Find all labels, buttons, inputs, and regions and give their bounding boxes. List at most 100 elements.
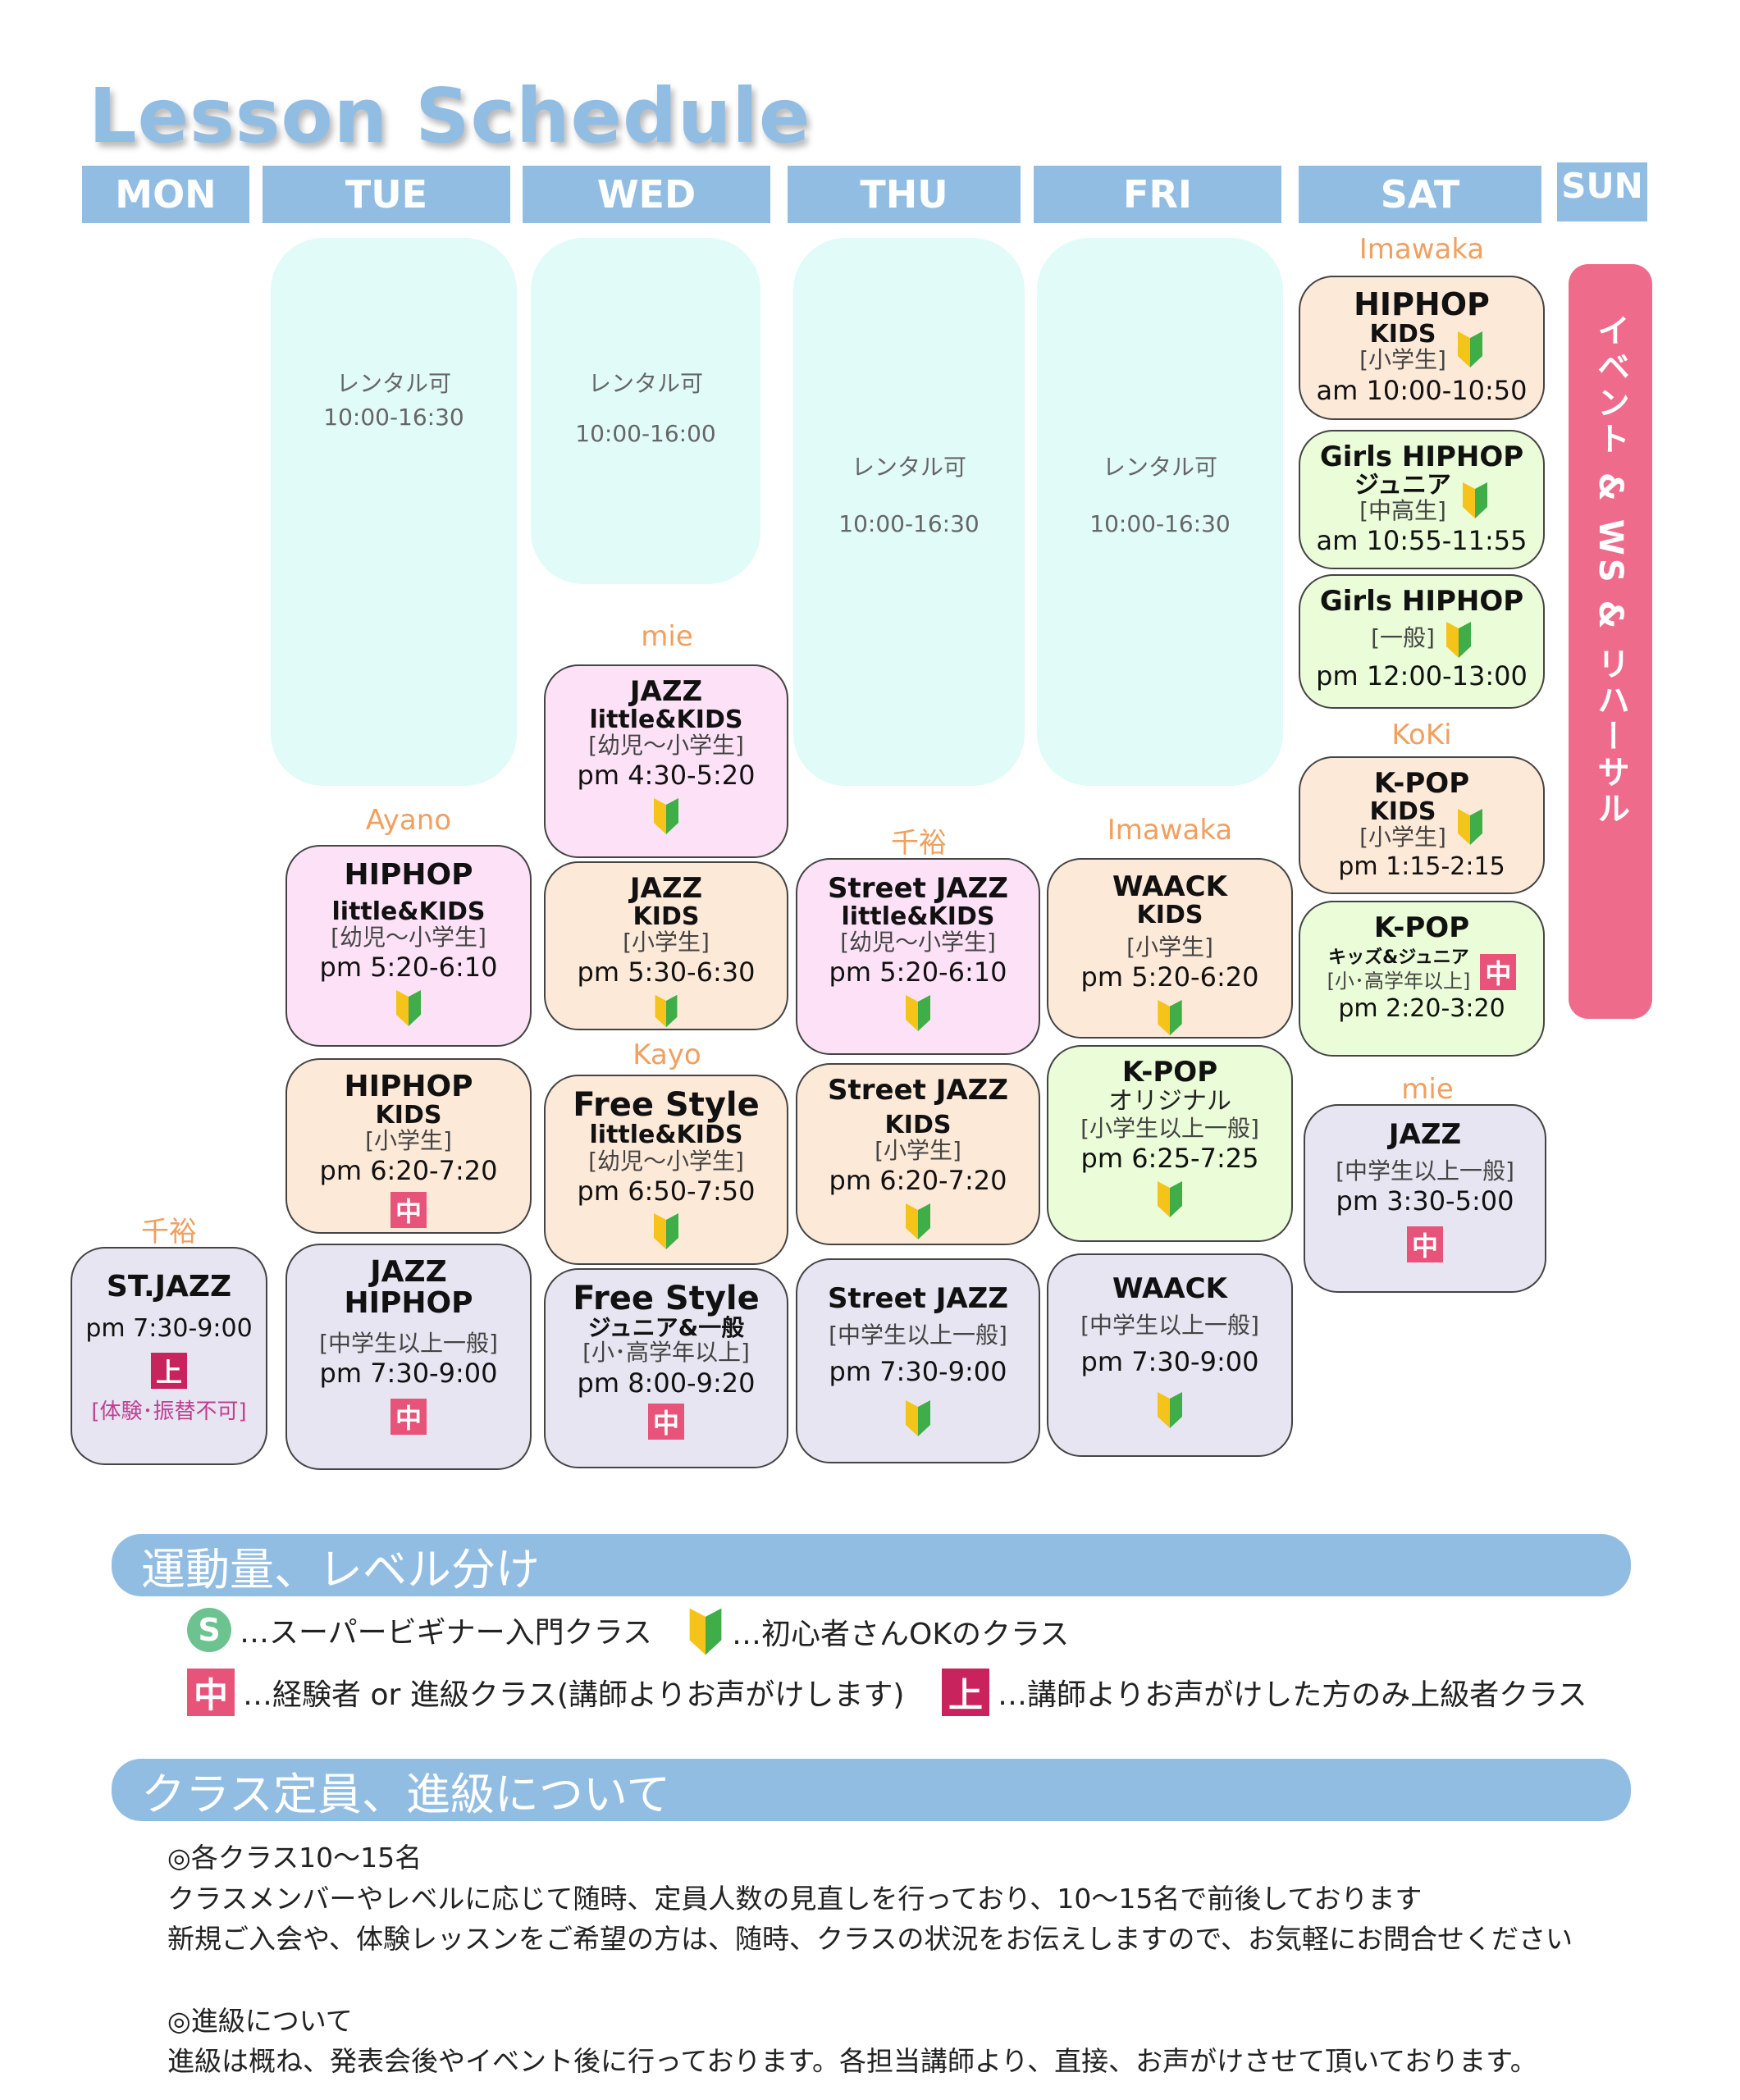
class-time: pm 5:30-6:30 xyxy=(577,956,756,988)
class-card-fri-waack-kids[interactable]: WAACK KIDS [小学生] pm 5:20-6:20 xyxy=(1047,858,1293,1039)
class-age: [幼児〜小学生] xyxy=(840,929,996,956)
class-name: Street JAZZ xyxy=(828,1282,1008,1315)
class-time: pm 1:15-2:15 xyxy=(1338,852,1505,882)
class-age: [小学生] xyxy=(875,1137,961,1165)
legend-text: …講師よりお声がけした方のみ上級者クラス xyxy=(998,1678,1587,1712)
class-age: [小学生] xyxy=(1359,346,1446,374)
class-time: pm 4:30-5:20 xyxy=(577,760,756,792)
class-name: Street JAZZ xyxy=(828,1074,1008,1107)
instructor-label: KoKi xyxy=(1391,719,1452,751)
legend-beginner: …初心者さんOKのクラス xyxy=(687,1606,1069,1657)
class-name: Girls HIPHOP xyxy=(1319,585,1524,618)
class-sub: little&KIDS xyxy=(331,897,486,926)
beginner-leaf-icon xyxy=(1158,999,1182,1036)
class-name: ST.JAZZ xyxy=(106,1270,232,1303)
class-card-sat-girls-hiphop-junior[interactable]: Girls HIPHOP ジュニア [中高生] am 10:55-11:55 xyxy=(1299,430,1545,569)
day-header-sat: SAT xyxy=(1299,166,1541,223)
intermediate-badge: 中 xyxy=(390,1399,427,1436)
class-sub: KIDS xyxy=(1369,319,1436,349)
legend-text: …初心者さんOKのクラス xyxy=(732,1618,1070,1651)
class-card-sat-girls-hiphop-general[interactable]: Girls HIPHOP [一般] pm 12:00-13:00 xyxy=(1299,574,1545,709)
class-name: K-POP xyxy=(1373,767,1470,800)
class-age: [小学生] xyxy=(365,1127,452,1155)
class-time: pm 6:25-7:25 xyxy=(1080,1143,1259,1175)
class-name: Free Style xyxy=(573,1280,760,1317)
intermediate-badge: 中 xyxy=(1480,954,1517,991)
beginner-leaf-icon xyxy=(906,1203,930,1239)
section-header-levels: 運動量、レベル分け xyxy=(112,1534,1631,1596)
instructor-label: Imawaka xyxy=(1359,233,1485,266)
class-name: K-POP xyxy=(1373,911,1470,944)
instructor-label: 千裕 xyxy=(141,1216,197,1249)
class-age: [中学生以上一般] xyxy=(319,1329,498,1357)
intermediate-badge: 中 xyxy=(648,1404,684,1440)
paragraph: ◎進級について xyxy=(167,2004,353,2037)
class-card-tue-hiphop-little-kids[interactable]: HIPHOP little&KIDS [幼児〜小学生] pm 5:20-6:10 xyxy=(285,845,532,1047)
class-card-fri-kpop-original[interactable]: K-POP オリジナル [小学生以上一般] pm 6:25-7:25 xyxy=(1047,1045,1293,1242)
class-time: pm 6:20-7:20 xyxy=(829,1165,1007,1197)
class-name: JAZZ xyxy=(370,1255,447,1289)
paragraph: 進級は概ね、発表会後やイベント後に行っております。各担当講師より、直接、お声がけ… xyxy=(167,2045,1537,2077)
intermediate-badge: 中 xyxy=(390,1192,427,1229)
page-title: Lesson Schedule xyxy=(89,72,811,160)
class-time: pm 8:00-9:20 xyxy=(577,1367,756,1399)
class-time: pm 7:30-9:00 xyxy=(1080,1345,1259,1377)
event-ws-rehearsal-bar: イベント & WS & リハーサル xyxy=(1569,264,1652,1019)
intermediate-badge: 中 xyxy=(1407,1226,1443,1263)
class-name: HIPHOP xyxy=(1354,286,1490,322)
class-age: [小学生] xyxy=(1126,934,1213,961)
instructor-label: Imawaka xyxy=(1107,814,1233,847)
class-card-sat-kpop-kids[interactable]: K-POP KIDS [小学生] pm 1:15-2:15 xyxy=(1299,756,1545,894)
class-card-fri-waack[interactable]: WAACK [中学生以上一般] pm 7:30-9:00 xyxy=(1047,1253,1293,1457)
class-time: pm 5:20-6:20 xyxy=(1080,961,1259,993)
class-card-mon-st-jazz[interactable]: ST.JAZZ pm 7:30-9:00 上 [体験･振替不可] xyxy=(71,1247,267,1465)
class-name: HIPHOP xyxy=(344,1070,473,1103)
class-card-thu-street-jazz-little-kids[interactable]: Street JAZZ little&KIDS [幼児〜小学生] pm 5:20… xyxy=(796,858,1040,1055)
class-age: [幼児〜小学生] xyxy=(588,1147,744,1175)
class-name: JAZZ xyxy=(629,872,703,905)
instructor-label: Ayano xyxy=(365,804,452,837)
class-age: [中学生以上一般] xyxy=(829,1321,1007,1349)
day-header-tue: TUE xyxy=(263,166,510,223)
class-sub: KIDS xyxy=(375,1100,442,1130)
class-card-wed-freestyle-junior[interactable]: Free Style ジュニア&一般 [小･高学年以上] pm 8:00-9:2… xyxy=(544,1268,788,1468)
class-card-wed-freestyle-little-kids[interactable]: Free Style little&KIDS [幼児〜小学生] pm 6:50-… xyxy=(544,1075,788,1265)
class-time: pm 2:20-3:20 xyxy=(1338,994,1505,1024)
class-time: pm 5:20-6:10 xyxy=(319,952,498,984)
class-card-sat-jazz[interactable]: JAZZ [中学生以上一般] pm 3:30-5:00 中 xyxy=(1304,1104,1546,1293)
class-card-wed-jazz-kids[interactable]: JAZZ KIDS [小学生] pm 5:30-6:30 xyxy=(544,861,788,1030)
class-name: WAACK xyxy=(1112,1272,1227,1305)
class-card-wed-jazz-little-kids[interactable]: JAZZ little&KIDS [幼児〜小学生] pm 4:30-5:20 xyxy=(544,664,788,858)
class-time: pm 6:50-7:50 xyxy=(577,1175,756,1207)
class-card-sat-hiphop-kids[interactable]: HIPHOP KIDS [小学生] am 10:00-10:50 xyxy=(1299,276,1545,420)
class-sub: little&KIDS xyxy=(589,705,743,734)
day-header-fri: FRI xyxy=(1034,166,1281,223)
class-time: am 10:55-11:55 xyxy=(1316,525,1528,557)
beginner-leaf-icon xyxy=(396,990,421,1027)
class-card-tue-hiphop-kids[interactable]: HIPHOP KIDS [小学生] pm 6:20-7:20 中 xyxy=(285,1058,532,1234)
beginner-leaf-icon xyxy=(1158,1392,1182,1429)
class-name: JAZZ xyxy=(629,675,703,708)
class-age: [一般] xyxy=(1371,623,1435,651)
class-sub: little&KIDS xyxy=(841,902,995,931)
paragraph: ◎各クラス10〜15名 xyxy=(167,1842,422,1874)
class-time: am 10:00-10:50 xyxy=(1316,374,1528,406)
class-sub: KIDS xyxy=(1136,900,1203,929)
class-sub: ジュニア xyxy=(1354,470,1451,500)
legend-text: …スーパービギナー入門クラス xyxy=(240,1616,652,1650)
class-card-thu-street-jazz-kids[interactable]: Street JAZZ KIDS [小学生] pm 6:20-7:20 xyxy=(796,1063,1040,1245)
day-header-thu: THU xyxy=(788,166,1021,223)
paragraph: 新規ご入会や、体験レッスンをご希望の方は、随時、クラスの状況をお伝えしますので、… xyxy=(167,1923,1573,1955)
class-sub: オリジナル xyxy=(1108,1086,1231,1116)
rental-time: 10:00-16:00 xyxy=(575,419,716,447)
class-age: [中高生] xyxy=(1359,497,1446,525)
beginner-leaf-icon xyxy=(1445,621,1471,658)
class-card-tue-jazz-hiphop[interactable]: JAZZ HIPHOP [中学生以上一般] pm 7:30-9:00 中 xyxy=(285,1244,532,1470)
class-sub: KIDS xyxy=(884,1110,952,1139)
class-age: [小･高学年以上] xyxy=(582,1339,750,1367)
legend-advanced: 上 …講師よりお声がけした方のみ上級者クラス xyxy=(942,1669,1587,1716)
class-card-sat-kpop-junior[interactable]: K-POP キッズ&ジュニア [小･高学年以上] 中 pm 2:20-3:20 xyxy=(1299,901,1545,1057)
class-card-thu-street-jazz[interactable]: Street JAZZ [中学生以上一般] pm 7:30-9:00 xyxy=(796,1258,1040,1463)
class-sub: KIDS xyxy=(1369,797,1436,826)
rental-label: レンタル可 xyxy=(851,454,966,481)
